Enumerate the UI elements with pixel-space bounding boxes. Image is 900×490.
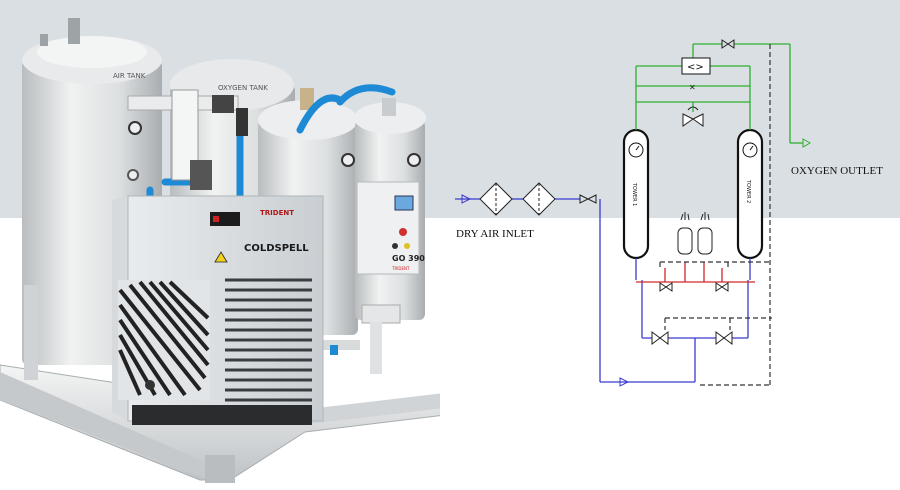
air-tank-label: AIR TANK bbox=[113, 72, 146, 80]
dry-air-inlet-label: DRY AIR INLET bbox=[456, 228, 534, 240]
oxygen-generator-photo: AIR TANK OXYGEN TANK bbox=[0, 18, 440, 483]
flow-regulator: <> bbox=[681, 57, 711, 75]
inlet-line bbox=[455, 198, 749, 383]
tower-2: TOWER 2 bbox=[736, 128, 764, 260]
bottom-flow-arrow bbox=[619, 377, 630, 387]
inlet-arrow bbox=[461, 194, 472, 204]
tower-2-label: TOWER 2 bbox=[745, 179, 751, 203]
exhaust-valves bbox=[659, 282, 729, 292]
lower-piping bbox=[320, 304, 401, 374]
signal-lines bbox=[659, 44, 772, 386]
coldspell-brand-label: COLDSPELL bbox=[244, 243, 309, 254]
air-dryer-cabinet: TRIDENT COLDSPELL bbox=[112, 195, 324, 425]
inlet-control-valves bbox=[651, 331, 733, 345]
tower-1: TOWER 1 bbox=[622, 128, 650, 260]
dryer-vent-grille bbox=[225, 278, 312, 402]
exhaust-silencers bbox=[677, 212, 713, 255]
valves-manifold bbox=[127, 89, 248, 190]
oxygen-lines bbox=[635, 43, 803, 144]
outlet-valve bbox=[721, 39, 735, 49]
dryer-side-vent bbox=[118, 280, 210, 400]
inlet-valve bbox=[579, 194, 597, 204]
check-valve-mark: ✕ bbox=[689, 83, 696, 92]
svg-text:<>: <> bbox=[687, 62, 704, 73]
inlet-filter-2 bbox=[522, 182, 556, 216]
inlet-filter-1 bbox=[479, 182, 513, 216]
oxygen-outlet-label: OXYGEN OUTLET bbox=[791, 165, 883, 177]
control-panel: GO 390 TRIDENT bbox=[356, 181, 425, 275]
equalization-valve bbox=[682, 106, 704, 127]
panel-brand-label: TRIDENT bbox=[391, 266, 410, 271]
model-label: GO 390 bbox=[392, 254, 425, 263]
exhaust-lines bbox=[636, 262, 755, 283]
tower-1-label: TOWER 1 bbox=[631, 182, 637, 206]
oxygen-tank-label: OXYGEN TANK bbox=[218, 84, 268, 92]
oxygen-outlet-arrow bbox=[802, 138, 812, 148]
trident-brand-label: TRIDENT bbox=[260, 209, 294, 217]
